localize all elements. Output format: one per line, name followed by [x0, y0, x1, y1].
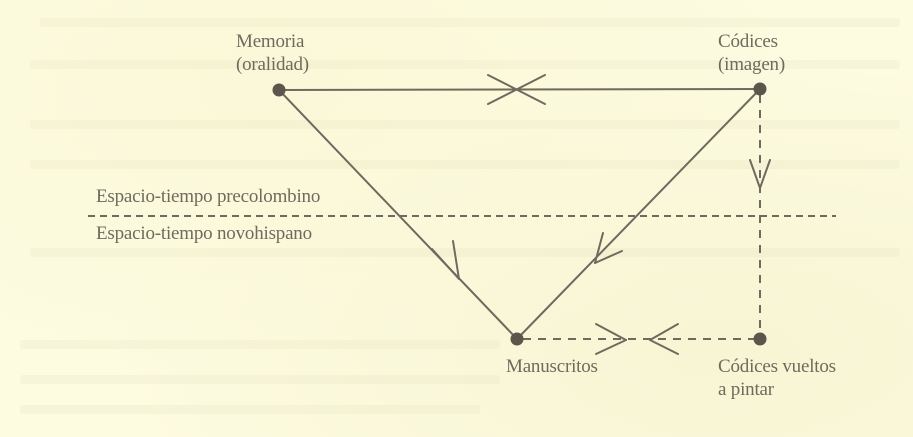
- label-codices-line2: (imagen): [718, 54, 785, 75]
- edge-memoria-codices: [278, 88, 761, 91]
- bleed-through-text: [20, 405, 480, 414]
- bleed-through-text: [20, 375, 500, 384]
- arrowhead-down-icon: [749, 159, 771, 189]
- label-codices: Códices (imagen): [718, 30, 785, 76]
- label-region-upper: Espacio-tiempo precolombino: [96, 186, 321, 207]
- bleed-through-text: [30, 120, 900, 129]
- node-manuscritos: [510, 332, 524, 346]
- label-region-lower: Espacio-tiempo novohispano: [96, 223, 312, 244]
- bleed-through-text: [20, 340, 500, 349]
- crossed-arrowheads-icon: [487, 74, 546, 105]
- bleed-through-text: [30, 160, 900, 169]
- edge-codices-manuscritos: [516, 88, 761, 340]
- label-manuscritos-line1: Manuscritos: [506, 356, 598, 377]
- label-memoria: Memoria (oralidad): [236, 30, 309, 76]
- arrowhead-icon: [594, 232, 623, 264]
- bleed-through-text: [40, 18, 900, 27]
- node-codices: [753, 82, 767, 96]
- node-codices-vueltos: [753, 332, 767, 346]
- label-codices-vueltos-line2: a pintar: [718, 379, 774, 400]
- bleed-through-text: [30, 60, 900, 69]
- arrowhead-icon: [431, 240, 460, 280]
- bleed-through-text: [30, 248, 900, 257]
- arrowhead-right-icon: [595, 323, 627, 355]
- arrowhead-left-icon: [649, 323, 679, 355]
- label-codices-line1: Códices: [718, 31, 778, 52]
- label-manuscritos: Manuscritos: [506, 355, 598, 378]
- label-memoria-line2: (oralidad): [236, 54, 309, 75]
- label-codices-vueltos: Códices vueltos a pintar: [718, 355, 836, 401]
- node-memoria: [272, 83, 286, 97]
- label-memoria-line1: Memoria: [236, 31, 305, 52]
- label-codices-vueltos-line1: Códices vueltos: [718, 356, 836, 377]
- edge-memoria-manuscritos: [278, 89, 518, 340]
